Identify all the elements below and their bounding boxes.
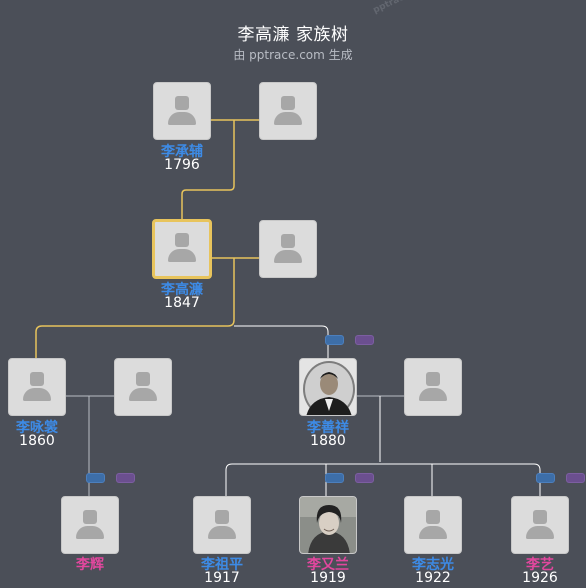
portrait-photo-icon [300,359,356,415]
branch-line-shanxiang [234,325,329,358]
person-year: 1917 [204,570,240,586]
person-card-zhiguang[interactable] [404,496,462,554]
page-subtitle: 由 pptrace.com 生成 [233,48,353,62]
blue-badge-icon[interactable] [536,473,555,483]
purple-badge-icon[interactable] [116,473,135,483]
person-year: 1860 [19,433,55,449]
person-name[interactable]: 李咏裳 [16,420,58,436]
person-name[interactable]: 李承辅 [161,144,203,160]
person-placeholder-icon [281,234,295,248]
blue-badge-icon[interactable] [325,335,344,345]
person-placeholder-icon [281,96,295,110]
lineage-line-gaolian [35,258,235,358]
person-placeholder-icon [83,510,97,524]
spouse-card-shanxiang[interactable] [404,358,462,416]
person-name[interactable]: 李志光 [412,557,454,573]
spouse-card-gaolian[interactable] [259,220,317,278]
purple-badge-icon[interactable] [355,335,374,345]
blue-badge-icon[interactable] [86,473,105,483]
person-year: 1919 [310,570,346,586]
person-year: 1926 [522,570,558,586]
person-placeholder-icon [426,510,440,524]
person-placeholder-icon [136,372,150,386]
person-card-gaolian[interactable] [152,219,212,279]
person-name[interactable]: 李祖平 [201,557,243,573]
person-card-hui[interactable] [61,496,119,554]
person-placeholder-icon [30,372,44,386]
person-placeholder-icon [175,96,189,110]
person-placeholder-icon [175,233,189,247]
person-name[interactable]: 李又兰 [307,557,349,573]
person-name[interactable]: 李善祥 [307,420,349,436]
person-card-zuping[interactable] [193,496,251,554]
purple-badge-icon[interactable] [355,473,374,483]
person-name[interactable]: 李艺 [526,557,554,573]
person-card-shanxiang[interactable] [299,358,357,416]
person-card-yi[interactable] [511,496,569,554]
purple-badge-icon[interactable] [566,473,585,483]
page-title: 李高濂 家族树 [237,25,349,45]
person-name[interactable]: 李辉 [76,557,104,573]
person-year: 1796 [164,157,200,173]
person-year: 1847 [164,295,200,311]
spouse-card-chengfu[interactable] [259,82,317,140]
blue-badge-icon[interactable] [325,473,344,483]
person-card-chengfu[interactable] [153,82,211,140]
person-placeholder-icon [533,510,547,524]
lineage-line-chengfu [181,120,235,220]
person-placeholder-icon [215,510,229,524]
spouse-card-yongshang[interactable] [114,358,172,416]
portrait-photo-icon [300,497,356,553]
person-name[interactable]: 李高濂 [161,282,203,298]
person-year: 1922 [415,570,451,586]
branch-line-children [225,396,541,496]
person-placeholder-icon [426,372,440,386]
person-year: 1880 [310,433,346,449]
person-card-youlan[interactable] [299,496,357,554]
person-card-yongshang[interactable] [8,358,66,416]
